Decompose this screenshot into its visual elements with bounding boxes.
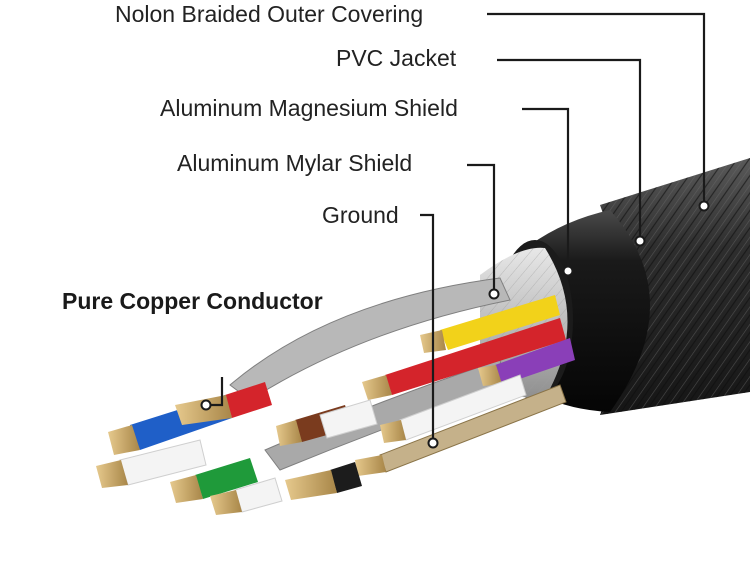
wire-black	[330, 462, 362, 493]
dot-outer-covering	[698, 200, 710, 212]
label-mylar-shield: Aluminum Mylar Shield	[177, 150, 413, 176]
leader-dots	[200, 200, 710, 449]
leader-outer-covering	[487, 12, 706, 203]
wire-green	[195, 458, 258, 499]
dot-pvc-jacket	[634, 235, 646, 247]
leader-ground	[420, 213, 435, 440]
leader-pvc-jacket	[497, 58, 642, 238]
leader-conductor	[210, 377, 224, 407]
label-outer-covering: Nolon Braided Outer Covering	[115, 1, 424, 27]
label-ground: Ground	[322, 202, 399, 228]
leader-lines	[210, 12, 706, 440]
dot-mylar-shield	[488, 288, 500, 300]
leader-mg-shield	[522, 107, 570, 268]
wire-purple	[495, 338, 575, 385]
dot-mg-shield	[562, 265, 574, 277]
wire-red-small	[225, 382, 272, 418]
label-conductor: Pure Copper Conductor	[62, 288, 323, 314]
wire-red	[385, 318, 566, 395]
wire-white-mid	[319, 399, 378, 439]
dot-ground	[427, 437, 439, 449]
wire-yellow	[440, 295, 560, 350]
leader-mylar-shield	[467, 163, 496, 291]
aluminum-mylar-shield	[229, 277, 511, 401]
dot-conductor	[200, 399, 212, 411]
label-pvc-jacket: PVC Jacket	[336, 45, 457, 71]
label-mg-shield: Aluminum Magnesium Shield	[160, 95, 458, 121]
